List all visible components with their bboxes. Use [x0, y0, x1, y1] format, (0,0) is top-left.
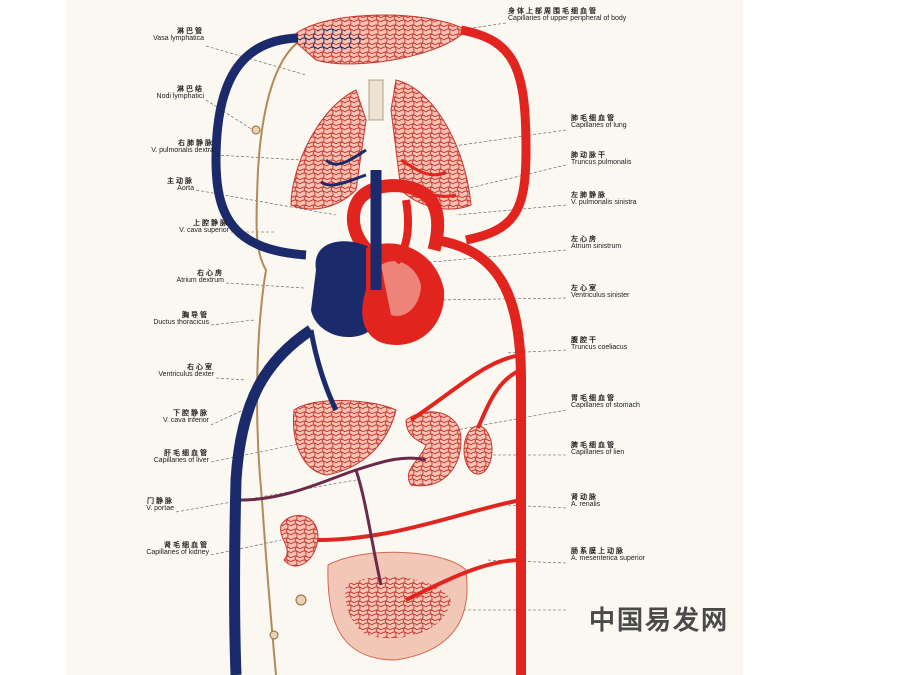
aortic-arch [346, 179, 445, 272]
lymph-node [295, 594, 307, 606]
pulmonary-trunk [392, 199, 412, 265]
right-leader-lines [420, 22, 567, 611]
abdominal-arteries [317, 353, 522, 602]
descending-aorta [435, 235, 526, 675]
lymph-node [269, 630, 279, 640]
inferior-vena-cava [229, 325, 315, 675]
superior-vena-cava [211, 33, 307, 260]
circulation-illustration [175, 14, 567, 675]
trachea [368, 79, 384, 121]
watermark-text: 中国易发网 [588, 606, 729, 636]
lymph-vessel [255, 39, 302, 675]
lymph-node [251, 125, 261, 135]
portal-vein [240, 456, 427, 586]
upper-artery [460, 25, 531, 245]
